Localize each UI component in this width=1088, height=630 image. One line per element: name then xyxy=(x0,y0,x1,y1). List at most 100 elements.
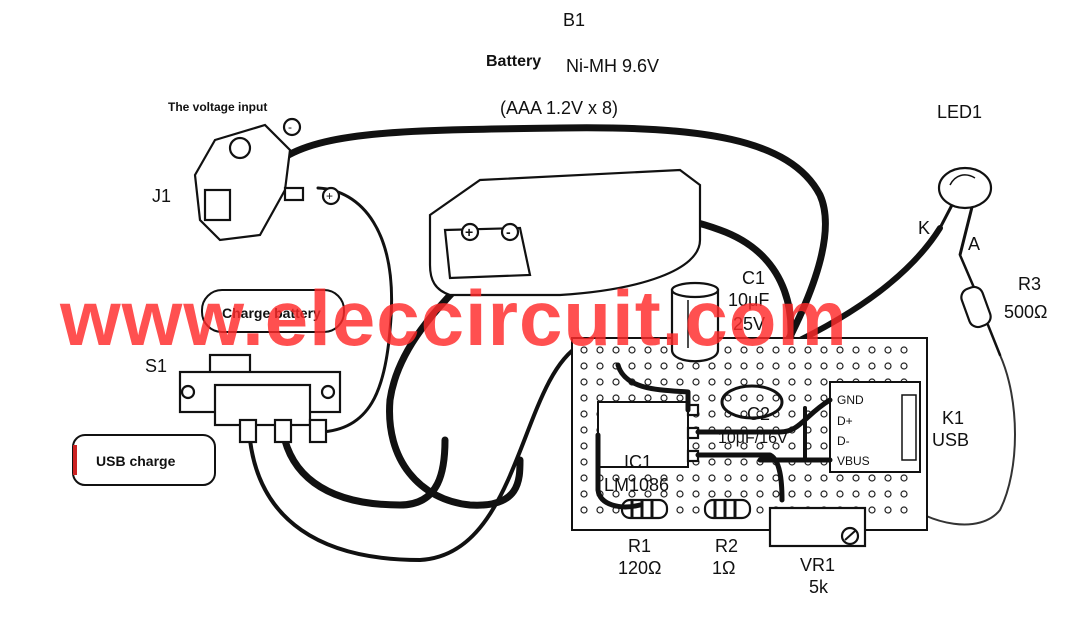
jack-minus-symbol: - xyxy=(288,120,292,134)
pcb-hole xyxy=(660,362,668,370)
pcb-hole xyxy=(836,474,844,482)
pcb-hole xyxy=(756,442,764,450)
pcb-hole xyxy=(596,394,604,402)
pcb-hole xyxy=(708,458,716,466)
pcb-hole xyxy=(644,346,652,354)
pcb-hole xyxy=(724,378,732,386)
r2-value-label: 1Ω xyxy=(712,558,735,578)
pcb-hole xyxy=(580,458,588,466)
pcb-hole xyxy=(612,474,620,482)
pcb-hole xyxy=(628,490,636,498)
pcb-hole xyxy=(756,346,764,354)
pcb-hole xyxy=(772,442,780,450)
battery-plus-symbol: + xyxy=(465,224,473,240)
pcb-hole xyxy=(788,378,796,386)
vr1-value-label: 5k xyxy=(809,577,829,597)
pcb-hole xyxy=(580,442,588,450)
pcb-hole xyxy=(612,346,620,354)
pcb-hole xyxy=(692,362,700,370)
usb-charge-label: USB charge xyxy=(96,453,176,469)
jack-plus-symbol: + xyxy=(326,189,333,203)
voltage-input-label: The voltage input xyxy=(168,100,267,114)
usb-charge-button[interactable]: USB charge xyxy=(72,434,216,486)
pcb-hole xyxy=(708,474,716,482)
pcb-hole xyxy=(772,362,780,370)
pcb-hole xyxy=(740,394,748,402)
pcb-hole xyxy=(676,362,684,370)
pcb-hole xyxy=(676,394,684,402)
pcb-hole xyxy=(900,506,908,514)
capacitor-c1 xyxy=(670,281,720,363)
usb-pin-dplus: D+ xyxy=(837,414,853,428)
pcb-hole xyxy=(580,346,588,354)
pcb-hole xyxy=(724,362,732,370)
charge-battery-label: Charge battery xyxy=(222,305,321,321)
pcb-hole xyxy=(852,346,860,354)
pcb-hole xyxy=(644,394,652,402)
led-ref-label: LED1 xyxy=(937,102,982,122)
pcb-hole xyxy=(756,362,764,370)
pcb-hole xyxy=(868,474,876,482)
pcb-hole xyxy=(804,490,812,498)
pcb-hole xyxy=(580,378,588,386)
pcb-hole xyxy=(708,378,716,386)
c1-voltage-label: 25V xyxy=(733,314,765,334)
pcb-hole xyxy=(772,394,780,402)
dc-jack-j1: - + xyxy=(193,117,341,242)
resistor-r3 xyxy=(958,253,1002,357)
pcb-hole xyxy=(852,362,860,370)
pcb-hole xyxy=(772,378,780,386)
pcb-hole xyxy=(836,346,844,354)
pcb-hole xyxy=(660,490,668,498)
pcb-hole xyxy=(628,346,636,354)
trimmer-vr1 xyxy=(768,506,867,548)
pcb-hole xyxy=(740,490,748,498)
pcb-hole xyxy=(804,474,812,482)
battery-title-label: Battery xyxy=(486,53,541,70)
pcb-hole xyxy=(580,410,588,418)
pcb-hole xyxy=(612,490,620,498)
led1 xyxy=(937,166,993,256)
pcb-hole xyxy=(788,474,796,482)
c2-ref-label: C2 xyxy=(747,404,770,424)
pcb-hole xyxy=(580,394,588,402)
pcb-hole xyxy=(804,362,812,370)
r1-ref-label: R1 xyxy=(628,536,651,556)
pcb-hole xyxy=(852,490,860,498)
pcb-hole xyxy=(708,394,716,402)
pcb-hole xyxy=(900,474,908,482)
pcb-hole xyxy=(820,346,828,354)
pcb-hole xyxy=(692,378,700,386)
pcb-hole xyxy=(660,474,668,482)
pcb-hole xyxy=(884,506,892,514)
pcb-hole xyxy=(836,490,844,498)
vr1-ref-label: VR1 xyxy=(800,555,835,575)
usb-type-label: USB xyxy=(932,430,969,450)
pcb-hole xyxy=(868,506,876,514)
pcb-hole xyxy=(660,394,668,402)
pcb-hole xyxy=(708,442,716,450)
r3-value-label: 500Ω xyxy=(1004,302,1048,322)
pcb-hole xyxy=(708,490,716,498)
battery-ref-label: B1 xyxy=(563,10,585,30)
pcb-hole xyxy=(644,362,652,370)
pcb-hole xyxy=(708,410,716,418)
charge-battery-button[interactable]: Charge battery xyxy=(201,289,345,333)
pcb-hole xyxy=(708,362,716,370)
r3-ref-label: R3 xyxy=(1018,274,1041,294)
c1-capacitance-label: 10μF xyxy=(728,290,769,310)
pcb-hole xyxy=(692,394,700,402)
pcb-hole xyxy=(788,442,796,450)
pcb-hole xyxy=(820,378,828,386)
r1-value-label: 120Ω xyxy=(618,558,662,578)
pcb-hole xyxy=(724,346,732,354)
pcb-hole xyxy=(692,474,700,482)
resistor-r2 xyxy=(703,498,752,520)
pcb-hole xyxy=(676,378,684,386)
pcb-hole xyxy=(820,490,828,498)
pcb-hole xyxy=(868,346,876,354)
pcb-hole xyxy=(724,442,732,450)
pcb-hole xyxy=(740,442,748,450)
led-anode-label: A xyxy=(968,234,980,254)
